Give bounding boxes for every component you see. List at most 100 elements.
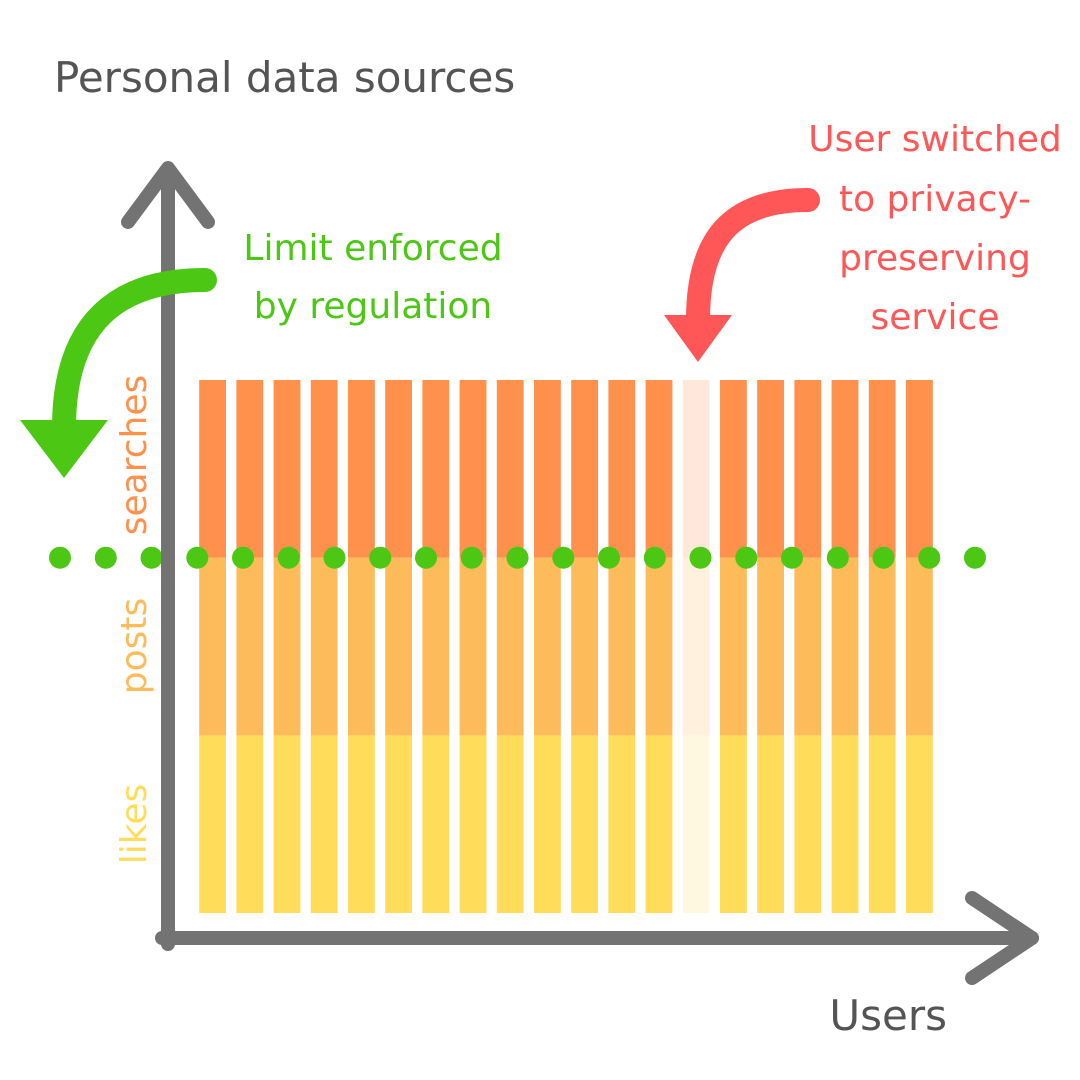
- limit-dot: [689, 546, 712, 569]
- bar-user-20-posts: [906, 557, 933, 736]
- limit-dot: [186, 546, 209, 569]
- limit-label-line-2: by regulation: [254, 286, 492, 327]
- bar-user-20-likes: [906, 735, 933, 913]
- bar-user-2-likes: [236, 735, 264, 913]
- bar-user-4-posts: [310, 557, 338, 736]
- bar-user-5-searches: [348, 380, 375, 558]
- limit-dot: [781, 546, 803, 569]
- limit-dot: [643, 546, 666, 569]
- limit-dot: [506, 546, 529, 569]
- bar-user-12-posts: [608, 557, 636, 736]
- limit-dot: [94, 546, 117, 569]
- series-label-likes: likes: [114, 784, 155, 864]
- bar-user-5-likes: [348, 735, 375, 913]
- limit-dot: [826, 546, 849, 569]
- bar-user-2-searches: [236, 380, 264, 558]
- bar-user-4-likes: [310, 735, 338, 913]
- bar-user-15-likes: [720, 735, 747, 913]
- limit-arrowhead-icon: [20, 420, 108, 478]
- bar-user-10-searches: [534, 380, 561, 558]
- bar-user-17-posts: [794, 557, 822, 736]
- bar-user-1-searches: [199, 380, 226, 558]
- bar-user-12-likes: [608, 735, 636, 913]
- privacy-label-line-3: preserving: [839, 238, 1031, 279]
- x-axis-arrowhead: [965, 891, 1039, 985]
- limit-line: [49, 546, 986, 569]
- bars-group: [199, 380, 933, 913]
- series-label-searches: searches: [114, 375, 155, 536]
- limit-dot: [277, 546, 300, 569]
- x-axis-label: Users: [829, 991, 947, 1040]
- bar-user-3-posts: [273, 557, 301, 736]
- limit-dot: [598, 546, 620, 569]
- bar-user-16-likes: [757, 735, 784, 913]
- bar-user-6-posts: [385, 557, 412, 736]
- limit-dot: [735, 546, 758, 569]
- limit-label-line-1: Limit enforced: [243, 228, 502, 269]
- bar-user-14-searches: [682, 380, 710, 558]
- limit-dot: [369, 546, 392, 569]
- bar-user-13-likes: [645, 735, 673, 913]
- bar-user-2-posts: [236, 557, 264, 736]
- bar-user-8-posts: [459, 557, 487, 736]
- bar-user-13-searches: [645, 380, 673, 558]
- bar-user-7-posts: [422, 557, 450, 736]
- bar-user-10-likes: [534, 735, 561, 913]
- bar-user-19-searches: [868, 380, 896, 558]
- limit-dot: [872, 546, 895, 569]
- bar-user-4-searches: [310, 380, 338, 558]
- bar-user-13-posts: [645, 557, 673, 736]
- bar-user-8-searches: [459, 380, 487, 558]
- bar-user-16-searches: [757, 380, 784, 558]
- privacy-arrowhead-icon: [664, 315, 732, 362]
- bar-user-9-searches: [496, 380, 524, 558]
- limit-dot: [49, 546, 71, 569]
- bar-user-9-posts: [496, 557, 524, 736]
- limit-dot: [323, 546, 346, 569]
- privacy-curved-arrow-icon: [686, 188, 820, 332]
- bar-user-15-searches: [720, 380, 747, 558]
- limit-dot: [964, 546, 986, 569]
- limit-annotation: Limit enforced by regulation: [20, 228, 503, 478]
- bar-user-3-likes: [273, 735, 301, 913]
- y-axis-arrowhead: [121, 161, 215, 229]
- bar-user-6-searches: [385, 380, 412, 558]
- bar-user-17-searches: [794, 380, 822, 558]
- bar-user-9-likes: [496, 735, 524, 913]
- bar-user-14-likes: [682, 735, 710, 913]
- bar-user-7-likes: [422, 735, 450, 913]
- privacy-annotation: User switched to privacy- preserving ser…: [664, 119, 1062, 362]
- bar-user-15-posts: [720, 557, 747, 736]
- privacy-label-line-2: to privacy-: [839, 179, 1031, 220]
- bar-user-11-posts: [571, 557, 598, 736]
- bar-user-20-searches: [906, 380, 933, 558]
- bar-user-11-searches: [571, 380, 598, 558]
- bar-user-16-posts: [757, 557, 784, 736]
- limit-curved-arrow-icon: [52, 268, 217, 437]
- series-label-posts: posts: [114, 598, 155, 695]
- bar-user-1-likes: [199, 735, 226, 913]
- bar-user-5-posts: [348, 557, 375, 736]
- limit-dot: [460, 546, 483, 569]
- y-axis-label: Personal data sources: [54, 53, 515, 102]
- limit-dot: [918, 546, 941, 569]
- limit-dot: [552, 546, 575, 569]
- bar-user-12-searches: [608, 380, 636, 558]
- bar-user-10-posts: [534, 557, 561, 736]
- bar-user-7-searches: [422, 380, 450, 558]
- bar-user-18-searches: [831, 380, 859, 558]
- privacy-label-line-4: service: [871, 297, 1000, 338]
- bar-user-17-likes: [794, 735, 822, 913]
- bar-user-11-likes: [571, 735, 598, 913]
- privacy-label-line-1: User switched: [808, 119, 1061, 160]
- limit-dot: [140, 546, 163, 569]
- bar-user-19-likes: [868, 735, 896, 913]
- bar-user-18-likes: [831, 735, 859, 913]
- bar-user-8-likes: [459, 735, 487, 913]
- axes: [121, 161, 1039, 985]
- bar-user-1-posts: [199, 557, 226, 736]
- limit-dot: [232, 546, 254, 569]
- limit-dot: [415, 546, 437, 569]
- bar-user-6-likes: [385, 735, 412, 913]
